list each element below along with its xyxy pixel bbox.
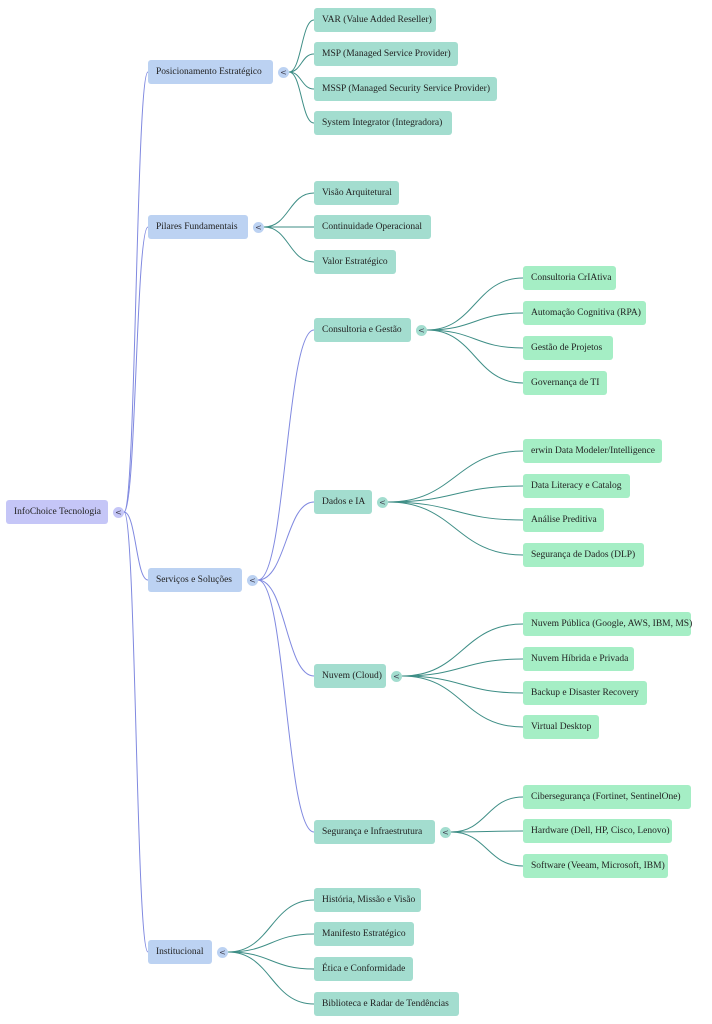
- branch-pilares-fundamentais[interactable]: Pilares Fundamentais: [148, 215, 248, 239]
- connector-line: [123, 226, 149, 513]
- node-etica-e-conformidade[interactable]: Ética e Conformidade: [314, 957, 413, 981]
- node-consultoria-criativa[interactable]: Consultoria CrIAtiva: [523, 266, 616, 290]
- node-hardware[interactable]: Hardware (Dell, HP, Cisco, Lenovo): [523, 819, 672, 843]
- connector-line: [123, 511, 149, 581]
- connector-line: [288, 71, 315, 124]
- collapse-toggle-seguranca[interactable]: <: [440, 826, 451, 838]
- connector-line: [401, 658, 524, 677]
- node-software[interactable]: Software (Veeam, Microsoft, IBM): [523, 854, 668, 878]
- collapse-toggle-consultoria[interactable]: <: [416, 324, 427, 336]
- connector-line: [123, 511, 149, 953]
- connector-line: [387, 485, 524, 503]
- connector-line: [387, 450, 524, 503]
- node-analise-preditiva[interactable]: Análise Preditiva: [523, 508, 604, 532]
- connector-line: [401, 675, 524, 694]
- connector-line: [426, 312, 524, 331]
- branch-servicos-e-solucoes[interactable]: Serviços e Soluções: [148, 568, 242, 592]
- connector-line: [450, 831, 524, 867]
- node-valor-estrategico[interactable]: Valor Estratégico: [314, 250, 396, 274]
- collapse-toggle-institucional[interactable]: <: [217, 946, 228, 958]
- node-manifesto-estrategico[interactable]: Manifesto Estratégico: [314, 922, 414, 946]
- node-erwin-data-modeler[interactable]: erwin Data Modeler/Intelligence: [523, 439, 662, 463]
- connector-line: [426, 329, 524, 349]
- node-visao-arquitetural[interactable]: Visão Arquitetural: [314, 181, 399, 205]
- node-automacao-cognitiva[interactable]: Automação Cognitiva (RPA): [523, 301, 646, 325]
- node-seguranca-de-dados[interactable]: Segurança de Dados (DLP): [523, 543, 644, 567]
- connector-line: [288, 53, 315, 73]
- node-virtual-desktop[interactable]: Virtual Desktop: [523, 715, 599, 739]
- connector-line: [227, 899, 315, 953]
- node-msp[interactable]: MSP (Managed Service Provider): [314, 42, 458, 66]
- connector-line: [401, 623, 524, 677]
- node-governanca-de-ti[interactable]: Governança de TI: [523, 371, 607, 395]
- connector-line: [426, 277, 524, 331]
- node-nuvem-cloud[interactable]: Nuvem (Cloud): [314, 664, 386, 688]
- node-nuvem-hibrida[interactable]: Nuvem Híbrida e Privada: [523, 647, 634, 671]
- node-nuvem-publica[interactable]: Nuvem Pública (Google, AWS, IBM, MS): [523, 612, 692, 636]
- connector-line: [257, 579, 315, 833]
- node-dados-e-ia[interactable]: Dados e IA: [314, 490, 372, 514]
- connector-line: [257, 501, 315, 581]
- connector-line: [426, 329, 524, 384]
- connector-line: [257, 329, 315, 581]
- collapse-toggle-posicionamento[interactable]: <: [278, 66, 289, 78]
- node-mssp[interactable]: MSSP (Managed Security Service Provider): [314, 77, 497, 101]
- node-data-literacy[interactable]: Data Literacy e Catalog: [523, 474, 630, 498]
- collapse-toggle-nuvem[interactable]: <: [391, 670, 402, 682]
- connector-line: [263, 226, 315, 263]
- branch-institucional[interactable]: Institucional: [148, 940, 212, 964]
- collapse-toggle-dados[interactable]: <: [377, 496, 388, 508]
- node-var[interactable]: VAR (Value Added Reseller): [314, 8, 436, 32]
- root-node[interactable]: InfoChoice Tecnologia: [6, 500, 108, 524]
- node-consultoria-e-gestao[interactable]: Consultoria e Gestão: [314, 318, 411, 342]
- node-gestao-de-projetos[interactable]: Gestão de Projetos: [523, 336, 613, 360]
- branch-posicionamento-estrategico[interactable]: Posicionamento Estratégico: [148, 60, 273, 84]
- node-continuidade-operacional[interactable]: Continuidade Operacional: [314, 215, 431, 239]
- node-backup-disaster-recovery[interactable]: Backup e Disaster Recovery: [523, 681, 647, 705]
- node-seguranca-e-infraestrutura[interactable]: Segurança e Infraestrutura: [314, 820, 435, 844]
- connector-line: [288, 19, 315, 73]
- connector-line: [288, 71, 315, 90]
- connector-line: [123, 71, 149, 513]
- connector-line: [401, 675, 524, 728]
- connector-line: [387, 501, 524, 556]
- node-biblioteca-radar[interactable]: Biblioteca e Radar de Tendências: [314, 992, 459, 1016]
- connector-line: [387, 501, 524, 521]
- connector-line: [227, 933, 315, 953]
- collapse-toggle-root[interactable]: <: [113, 506, 124, 518]
- node-system-integrator[interactable]: System Integrator (Integradora): [314, 111, 452, 135]
- connector-line: [227, 951, 315, 1005]
- collapse-toggle-servicos[interactable]: <: [247, 574, 258, 586]
- connector-line: [257, 579, 315, 677]
- connector-line: [227, 951, 315, 970]
- node-ciberseguranca[interactable]: Cibersegurança (Fortinet, SentinelOne): [523, 785, 691, 809]
- connector-line: [450, 796, 524, 833]
- connector-line: [450, 830, 524, 833]
- node-historia-missao-visao[interactable]: História, Missão e Visão: [314, 888, 421, 912]
- connector-line: [263, 192, 315, 228]
- collapse-toggle-pilares[interactable]: <: [253, 221, 264, 233]
